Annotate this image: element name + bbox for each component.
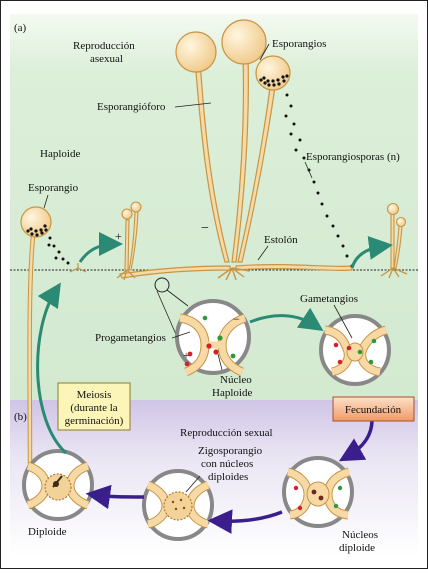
meiosis-line-2: (durante la xyxy=(70,402,117,414)
label-diploid: Diploide xyxy=(28,526,67,538)
label-stolon: Estolón xyxy=(264,234,298,246)
label-minus-2: − xyxy=(233,312,240,326)
arrow-to-diploid xyxy=(85,484,145,510)
label-nucleus-1: Núcleo xyxy=(220,374,252,386)
meiosis-line-1: Meiosis xyxy=(77,389,112,401)
label-fertilization: Fecundación xyxy=(345,404,402,416)
panel-a-marker: (a) xyxy=(14,22,27,34)
pointer-progametangia xyxy=(171,331,191,339)
label-gametangia: Gametangios xyxy=(300,293,358,305)
spore-dots-in-sporangium xyxy=(259,74,289,87)
magnifier-lens xyxy=(154,277,170,293)
label-sporangia: Esporangios xyxy=(272,38,326,50)
sporangiophore-cluster xyxy=(119,54,353,281)
arrow-to-small-sporangiophore xyxy=(78,232,123,263)
zygo-line-3: diploides xyxy=(208,471,248,483)
pointer-sporangium-left xyxy=(43,194,49,209)
arrow-fertilization-down xyxy=(338,419,374,462)
arrow-to-germination-right xyxy=(350,235,393,269)
label-progametangia: Progametangios xyxy=(95,332,166,344)
gametangia-circle xyxy=(319,314,391,386)
label-sporangiospores: Esporangiosporas (n) xyxy=(306,151,400,163)
zygo-line-1: Zigosporangio xyxy=(198,445,263,457)
nuclei-line-1: Núcleos xyxy=(342,529,378,541)
meiosis-box xyxy=(57,382,131,431)
pointer-zygosporangium xyxy=(185,475,201,493)
pointer-nucleus xyxy=(217,353,223,371)
nuclei-line-2: diploide xyxy=(339,542,375,554)
panel-b-marker: (b) xyxy=(14,411,27,423)
germinating-spore xyxy=(69,263,87,273)
sexual-title: Reproducción sexual xyxy=(180,427,273,439)
fertilization-box xyxy=(332,396,415,422)
pointer-stolon xyxy=(257,245,269,261)
pointer-sporangiophore xyxy=(174,102,212,108)
label-plus-1: + xyxy=(115,229,122,243)
label-nucleus-2: Haploide xyxy=(212,387,252,399)
spore-dots-left xyxy=(26,224,70,265)
pointer-sporangiospores xyxy=(304,161,313,179)
label-plus-2: + xyxy=(183,350,189,362)
asexual-title-1: Reproducción xyxy=(73,40,135,52)
asexual-title-2: asexual xyxy=(90,53,123,65)
magnifier-line-2 xyxy=(156,290,179,340)
arrow-progametangia-to-gametangia xyxy=(249,307,324,331)
sporangium-big-left xyxy=(175,31,217,73)
magnifier-line-1 xyxy=(166,289,189,307)
label-minus-1: − xyxy=(201,221,209,236)
arrow-to-zygosporangium xyxy=(207,509,283,534)
progametangia-circle xyxy=(175,299,251,377)
arrow-meiosis-up xyxy=(36,282,68,455)
zygo-line-2: con núcleos xyxy=(201,458,253,470)
falling-sporangiospores xyxy=(284,93,354,268)
sporangium-big-middle xyxy=(221,19,267,65)
label-sporangium-left: Esporangio xyxy=(28,182,79,194)
pointer-gametangios xyxy=(333,304,353,339)
zygosporangium-circle xyxy=(142,469,214,541)
diploid-circle xyxy=(22,449,94,521)
fertilization-circle xyxy=(282,456,354,528)
meiosis-line-3: germinación) xyxy=(65,415,124,427)
small-sporangiophore-plus xyxy=(116,201,142,281)
pointer-sporangia xyxy=(259,43,270,61)
label-sporangiophore: Esporangióforo xyxy=(97,101,166,113)
label-haploid: Haploide xyxy=(40,148,80,160)
